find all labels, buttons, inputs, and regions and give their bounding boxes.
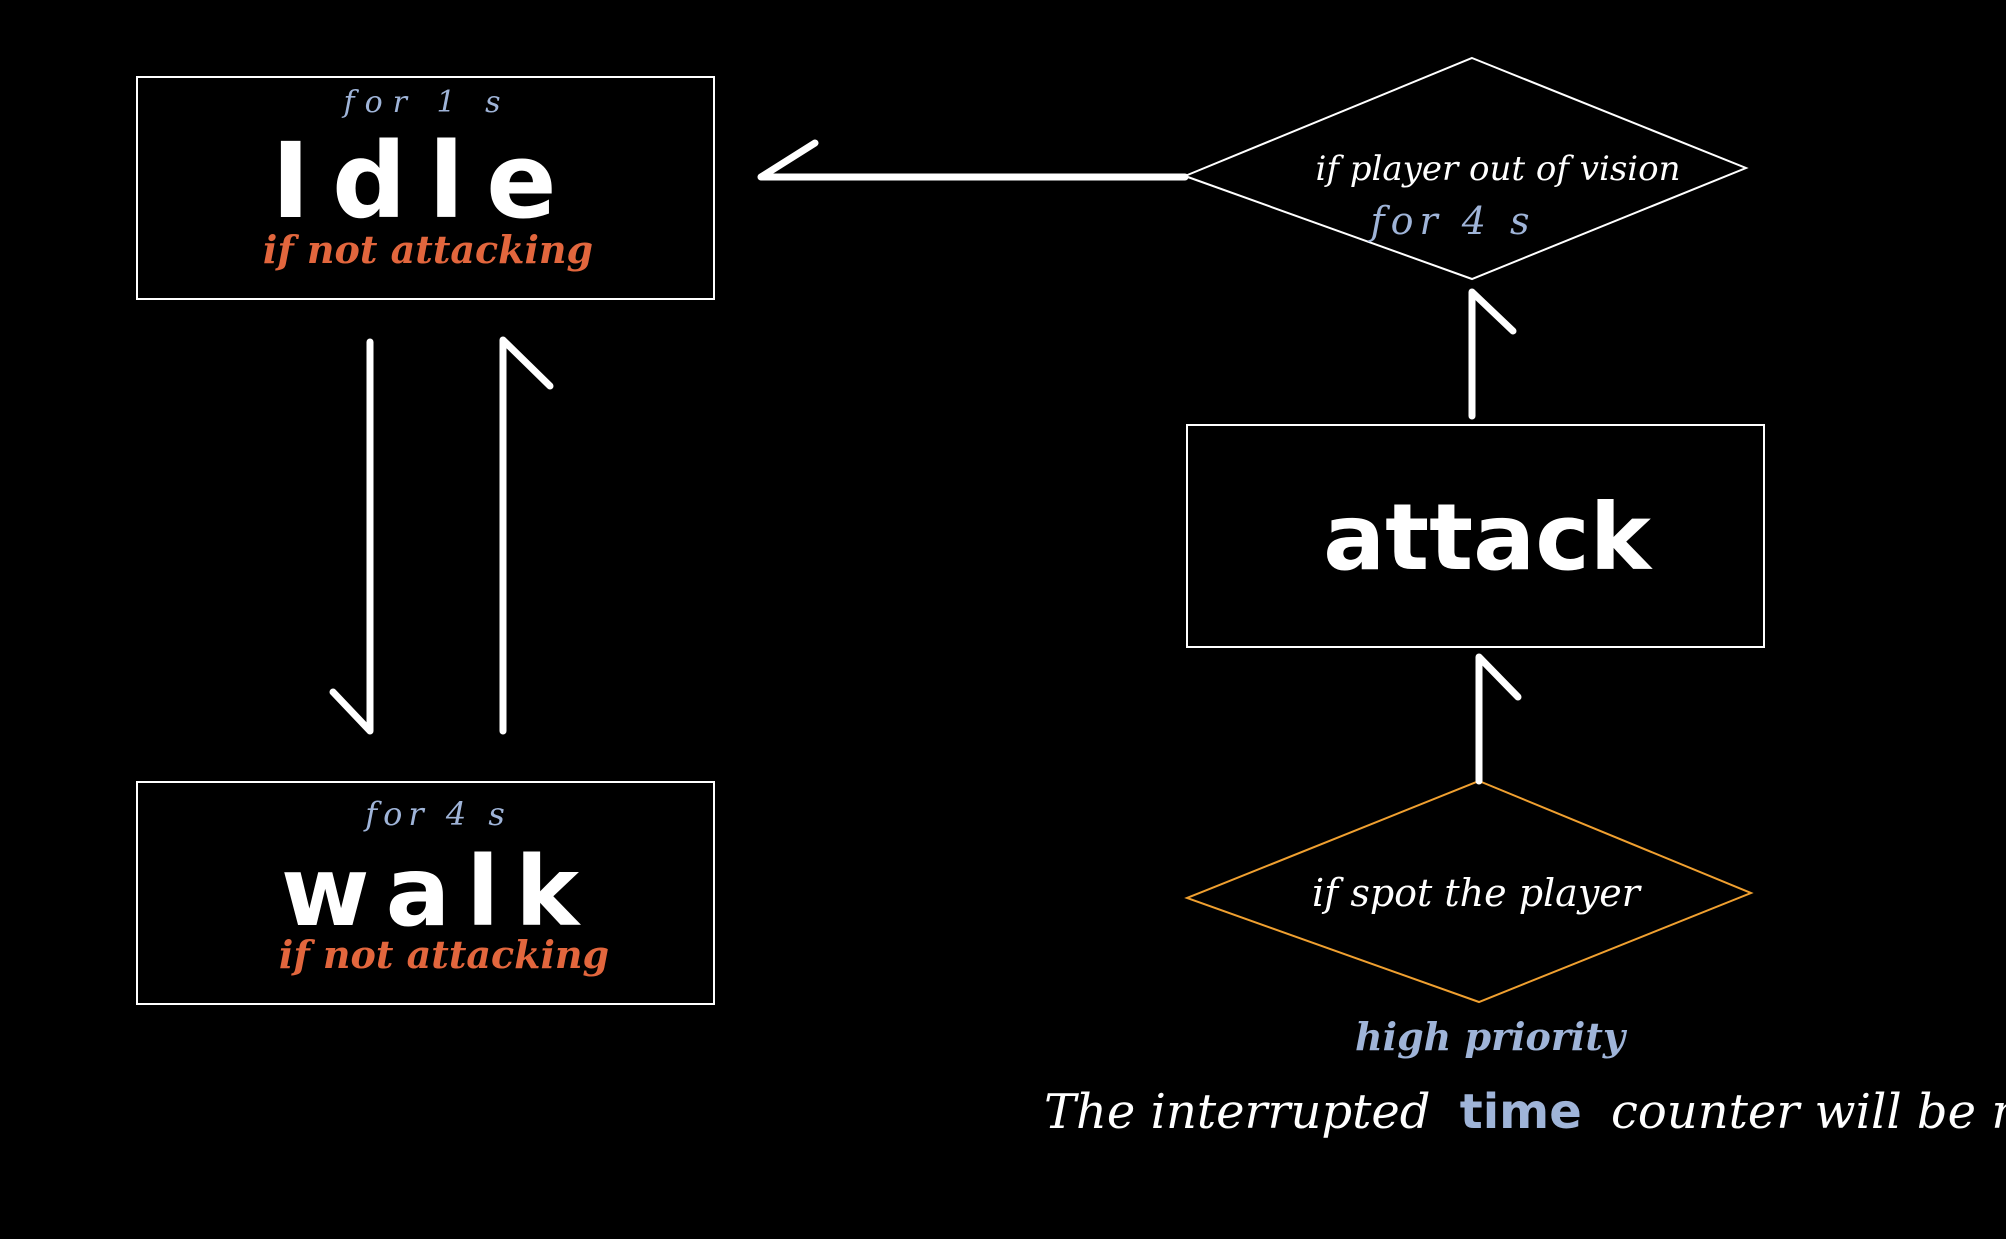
reset-note-after: counter will be reset (1611, 1084, 2006, 1140)
walk-timer-label: for 4 s (363, 795, 511, 833)
attack-state-label: attack (1323, 484, 1653, 591)
walk-state-box (136, 781, 715, 1005)
arrow-walk-to-idle (499, 336, 554, 735)
reset-note-before: The interrupted (1044, 1084, 1431, 1140)
spot-player-text: if spot the player (1312, 871, 1643, 915)
attack-state-box (1186, 424, 1765, 648)
arrow-vision-to-idle (757, 139, 1189, 181)
walk-state: for 4 s walk if not attacking (136, 781, 715, 1005)
walk-state-label: walk (281, 836, 595, 948)
idle-state: for 1 s Idle if not attacking (136, 76, 715, 300)
arrow-idle-to-walk (329, 338, 374, 735)
idle-state-box (136, 76, 715, 300)
out-of-vision-diamond (1182, 56, 1749, 281)
reset-note-highlight: time (1460, 1084, 1582, 1140)
out-of-vision-timer: for 4 s (1368, 199, 1536, 243)
out-of-vision-decision: if player out of vision for 4 s (1182, 56, 1749, 281)
idle-state-label: Idle (271, 120, 578, 242)
arrow-attack-to-vision (1468, 288, 1517, 420)
idle-timer-label: for 1 s (341, 85, 510, 120)
attack-state: attack (1186, 424, 1765, 648)
reset-note: The interrupted time counter will be res… (1044, 1084, 2006, 1140)
spot-player-decision: if spot the player high priority (1184, 779, 1754, 1059)
walk-condition-label: if not attacking (279, 932, 609, 977)
idle-condition-label: if not attacking (263, 227, 593, 272)
spot-player-diamond (1184, 779, 1754, 1004)
arrow-spot-to-attack (1475, 653, 1522, 785)
out-of-vision-text: if player out of vision (1315, 149, 1680, 189)
high-priority-label: high priority (1355, 1014, 1628, 1059)
